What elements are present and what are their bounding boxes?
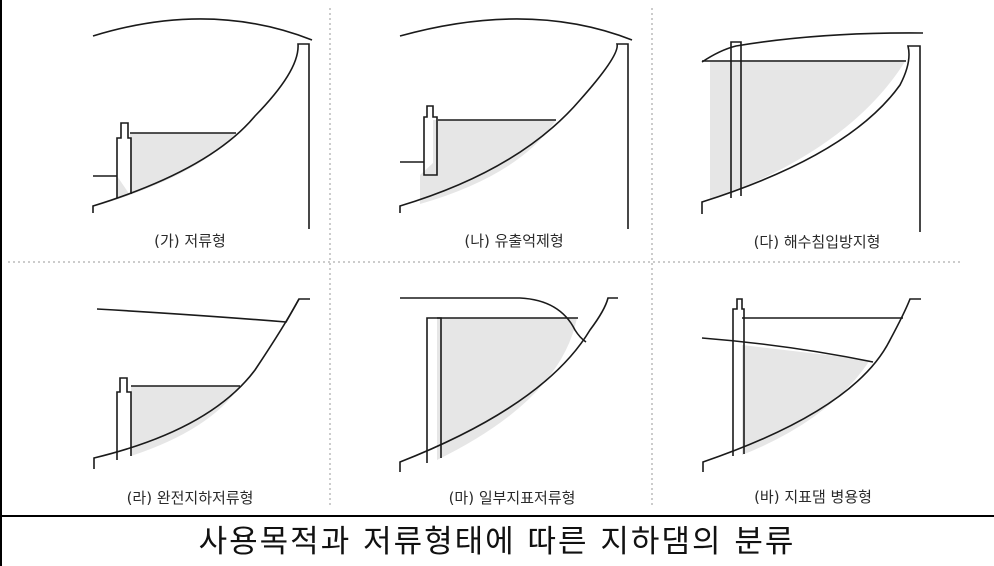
panel-6-drawing: [701, 298, 921, 472]
panel-3-drawing: [701, 32, 924, 232]
panel-5-caption: (마) 일부지표저류형: [448, 489, 576, 507]
panel-3-caption: (다) 해수침입방지형: [753, 233, 881, 251]
panel-1-ground-surface: [92, 18, 313, 41]
panel-4-ground-surface: [96, 298, 300, 323]
panel-1-dam-wall: [116, 122, 132, 198]
caption-separator: [0, 515, 994, 517]
panel-6-bedrock: [702, 298, 921, 472]
panel-5-bedrock: [399, 297, 618, 472]
panel-5-ground-surface: [400, 297, 587, 343]
panel-5-dam-wall: [426, 317, 442, 463]
left-border: [0, 0, 2, 566]
panel-3-bedrock: [701, 45, 921, 232]
panel-4-dam-wall: [116, 377, 132, 460]
dam-diagram-figure: [8, 8, 960, 505]
panel-2-dam-wall: [423, 105, 438, 176]
panel-4-drawing: [93, 298, 310, 469]
panel-1-storage-fill: [93, 133, 236, 207]
panel-4-storage-fill: [131, 386, 240, 456]
panel-2-drawing: [399, 18, 633, 229]
panel-3-storage-fill: [710, 60, 906, 200]
panel-1-drawing: [92, 18, 313, 229]
panel-6-groundwater-line: [701, 337, 874, 363]
panel-2-bedrock: [399, 43, 629, 229]
panel-6-caption: (바) 지표댐 병용형: [754, 488, 872, 506]
panel-2-ground-surface: [399, 18, 633, 41]
panel-4-bedrock: [93, 298, 310, 469]
panel-5-storage-fill: [437, 318, 577, 460]
panel-3-dam-wall: [730, 41, 742, 198]
panel-4-caption: (라) 완전지하저류형: [126, 489, 254, 507]
panel-2-storage-fill: [420, 120, 556, 204]
panel-2-caption: (나) 유출억제형: [464, 232, 564, 250]
panel-1-bedrock: [92, 43, 310, 229]
panel-3-ground-surface: [701, 32, 924, 63]
panel-6-storage-fill: [742, 345, 870, 455]
figure-title: 사용목적과 저류형태에 따른 지하댐의 분류: [198, 524, 796, 560]
panel-5-drawing: [399, 297, 618, 472]
panel-6-dam-wall: [732, 298, 745, 456]
panel-1-caption: (가) 저류형: [154, 232, 226, 250]
